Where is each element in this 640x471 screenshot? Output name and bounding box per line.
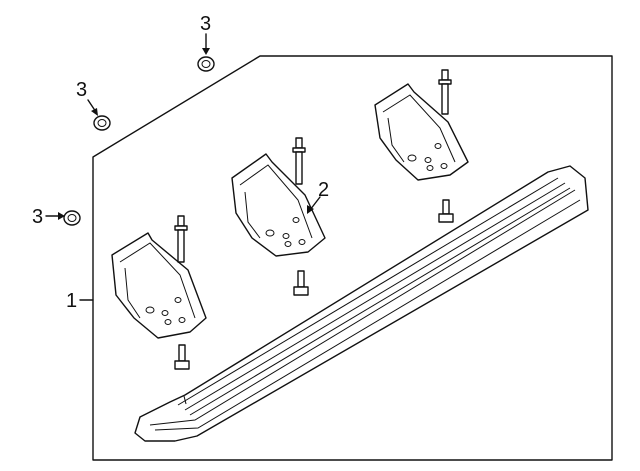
callout-2: 2 xyxy=(318,179,329,201)
bolt-right xyxy=(438,199,454,223)
stud-right xyxy=(438,69,452,115)
callout-3-upper-left: 3 xyxy=(76,79,87,101)
callout-3-left: 3 xyxy=(32,206,43,228)
nut-upper-left xyxy=(93,115,111,131)
bolt-middle xyxy=(293,270,309,296)
mounting-bracket-middle xyxy=(231,153,326,257)
assembly-boundary xyxy=(92,55,613,461)
stud-middle xyxy=(292,137,306,185)
nut-top xyxy=(197,56,215,72)
bolt-left xyxy=(174,344,190,370)
callout-3-top: 3 xyxy=(200,13,211,35)
mounting-bracket-left xyxy=(111,232,207,339)
callout-1: 1 xyxy=(66,290,77,312)
stud-left xyxy=(174,215,188,263)
running-board xyxy=(134,165,589,442)
nut-left xyxy=(63,210,81,226)
mounting-bracket-right xyxy=(374,83,469,181)
